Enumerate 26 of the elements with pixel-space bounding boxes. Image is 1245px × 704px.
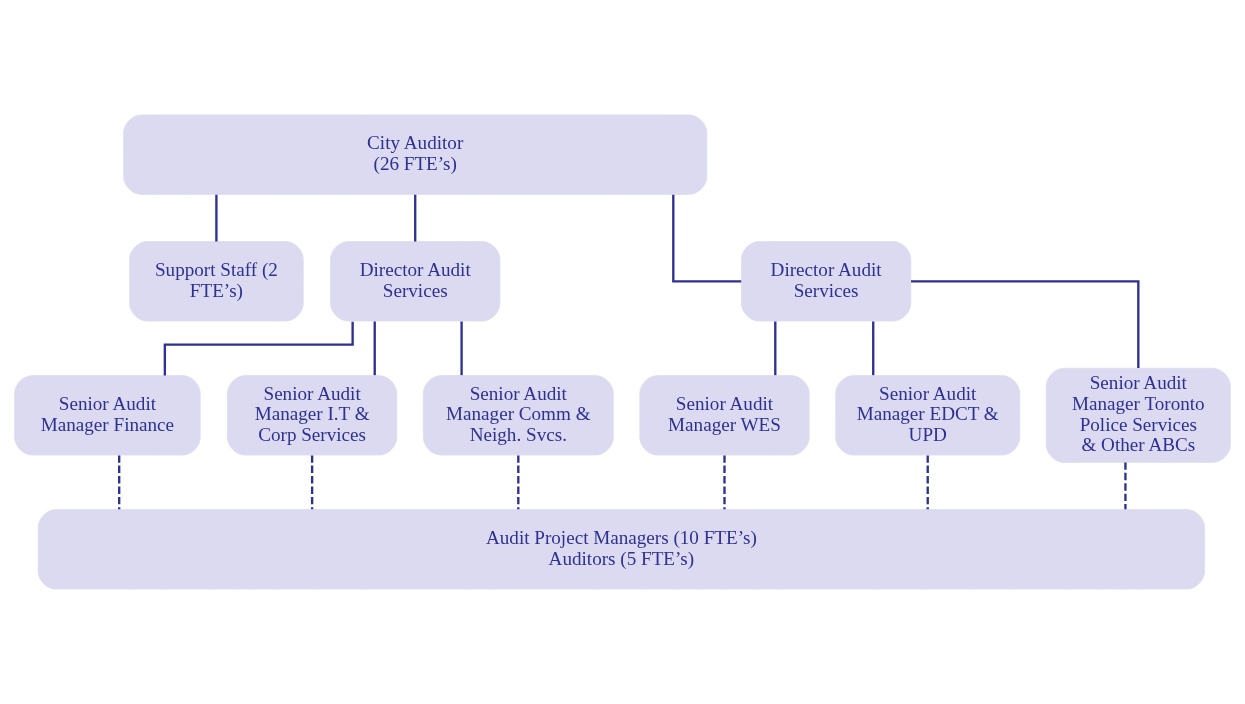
connector	[911, 280, 1140, 369]
connector	[672, 194, 742, 283]
connector	[460, 321, 463, 376]
connector	[1124, 462, 1127, 510]
connector	[517, 455, 520, 510]
node-box: Senior Audit Manager EDCT & UPD	[835, 375, 1021, 456]
connector	[215, 194, 218, 242]
node-box: Director Audit Services	[741, 241, 912, 322]
node-box: Senior Audit Manager Toronto Police Services & Other ABCs	[1045, 367, 1231, 463]
connector	[118, 455, 121, 510]
connector	[774, 321, 777, 376]
connector	[926, 455, 929, 510]
connector	[872, 321, 875, 376]
connector	[373, 321, 376, 376]
node-box: Senior Audit Manager Comm & Neigh. Svcs.	[422, 375, 614, 456]
node-box: Senior Audit Manager WES	[639, 375, 810, 456]
node-box: Audit Project Managers (10 FTE’s) Auditors (5 FTE’s)	[37, 509, 1205, 590]
connector	[723, 455, 726, 510]
node-box: Senior Audit Manager Finance	[14, 375, 201, 456]
node-box: Director Audit Services	[330, 241, 501, 322]
node-box: City Auditor (26 FTE’s)	[123, 114, 708, 195]
connector	[310, 455, 314, 510]
connector	[414, 194, 417, 242]
node-box: Support Staff (2 FTE’s)	[129, 241, 304, 322]
connector	[163, 321, 354, 376]
node-box: Senior Audit Manager I.T & Corp Services	[227, 375, 398, 456]
